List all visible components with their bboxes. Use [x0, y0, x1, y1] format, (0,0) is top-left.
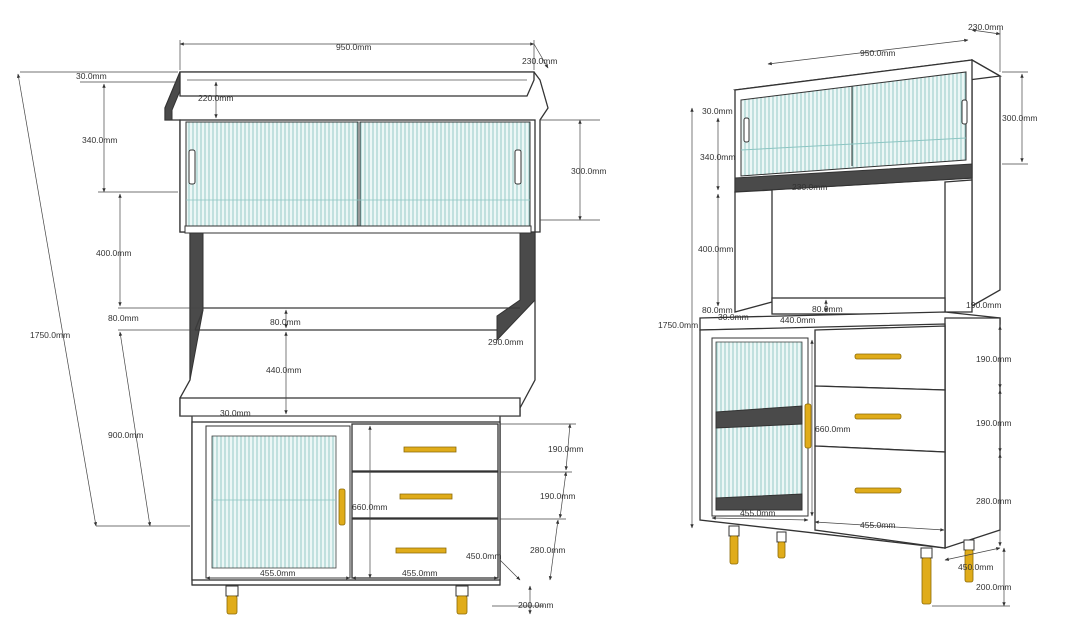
rv-dim-niche-width: 440.0mm — [780, 315, 815, 325]
right-isometric-view: 230.0mm 950.0mm 300.0mm 30.0mm 340.0mm 2… — [658, 22, 1037, 607]
left-drawer-1-handle — [403, 446, 457, 453]
lv-dim-upper-cabinet: 340.0mm — [82, 135, 117, 145]
right-drawer-3-handle — [854, 487, 902, 494]
right-drawer-1-handle — [854, 353, 902, 360]
lv-dim-niche-height: 440.0mm — [266, 365, 301, 375]
lv-dim-drawer-width: 455.0mm — [402, 568, 437, 578]
left-upper-glass-door-1 — [185, 121, 359, 227]
lv-dim-lower-height: 900.0mm — [108, 430, 143, 440]
lv-dim-open-gap: 400.0mm — [96, 248, 131, 258]
right-drawer-3 — [814, 445, 946, 549]
right-hutch-side — [971, 58, 1001, 308]
lv-dim-glass-height: 300.0mm — [571, 166, 606, 176]
lv-dim-drawer1: 190.0mm — [548, 444, 583, 454]
rv-dim-door-height: 660.0mm — [815, 424, 850, 434]
left-drawer-3-handle — [395, 547, 447, 554]
rv-dim-upper-cabinet: 340.0mm — [700, 152, 735, 162]
lv-dim-top-inner: 220.0mm — [198, 93, 233, 103]
right-drawer-2-handle — [854, 413, 902, 420]
right-lower-side — [944, 317, 1001, 549]
lv-dim-counter-thickness: 30.0mm — [220, 408, 251, 418]
lv-dim-shelf-thickness: 80.0mm — [108, 313, 139, 323]
right-leg-1 — [729, 535, 739, 565]
rv-dim-base-depth: 450.0mm — [958, 562, 993, 572]
rv-dim-side-depth: 190.0mm — [966, 300, 1001, 310]
rv-dim-drawer2: 190.0mm — [976, 418, 1011, 428]
right-leg-2 — [777, 541, 786, 559]
rv-dim-counter-thickness: 30.0mm — [718, 312, 749, 322]
rv-dim-top-thickness: 30.0mm — [702, 106, 733, 116]
lv-dim-total-height: 1750.0mm — [30, 330, 70, 340]
lv-dim-shelf-inner: 80.0mm — [270, 317, 301, 327]
left-upper-glass-door-2 — [359, 121, 531, 227]
right-door-handle — [804, 403, 812, 449]
rv-dim-drawer3: 280.0mm — [976, 496, 1011, 506]
left-leg-1 — [226, 595, 238, 615]
rv-dim-drawer1: 190.0mm — [976, 354, 1011, 364]
right-hutch-handle-1 — [743, 117, 750, 143]
right-leg-3 — [921, 557, 932, 605]
right-hutch-handle-2 — [961, 99, 968, 125]
rv-dim-depth: 230.0mm — [968, 22, 1003, 32]
lv-dim-door-height: 660.0mm — [352, 502, 387, 512]
lv-dim-side-depth: 290.0mm — [488, 337, 523, 347]
lv-dim-base-depth: 450.0mm — [466, 551, 501, 561]
lv-dim-drawer2: 190.0mm — [540, 491, 575, 501]
rv-dim-door-width: 455.0mm — [740, 508, 775, 518]
right-hutch-glass — [740, 71, 967, 177]
lv-dim-leg-height: 200.0mm — [518, 600, 553, 610]
left-leg-2 — [456, 595, 468, 615]
rv-dim-total-height: 1750.0mm — [658, 320, 698, 330]
lv-dim-door-width: 455.0mm — [260, 568, 295, 578]
lv-dim-depth: 230.0mm — [522, 56, 557, 66]
left-upper-handle-2 — [514, 149, 522, 185]
rv-dim-open-gap: 400.0mm — [698, 244, 733, 254]
rv-dim-drawer-width: 455.0mm — [860, 520, 895, 530]
left-drawer-2-handle — [399, 493, 453, 500]
lv-dim-total-width: 950.0mm — [336, 42, 371, 52]
rv-dim-total-width: 950.0mm — [860, 48, 895, 58]
left-door-handle — [338, 488, 346, 526]
rv-dim-upper-depth-inner: 230.0mm — [792, 182, 827, 192]
left-front-view: 950.0mm 230.0mm 30.0mm 220.0mm 340.0mm 3… — [16, 40, 606, 615]
rv-dim-leg-height: 200.0mm — [976, 582, 1011, 592]
rv-dim-glass-height: 300.0mm — [1002, 113, 1037, 123]
lv-dim-drawer3: 280.0mm — [530, 545, 565, 555]
rv-dim-shelf-thickness: 80.0mm — [702, 305, 733, 315]
left-top-board — [179, 71, 535, 97]
rv-dim-shelf-inner: 80.0mm — [812, 304, 843, 314]
left-upper-handle-1 — [188, 149, 196, 185]
lv-dim-top-thickness: 30.0mm — [76, 71, 107, 81]
